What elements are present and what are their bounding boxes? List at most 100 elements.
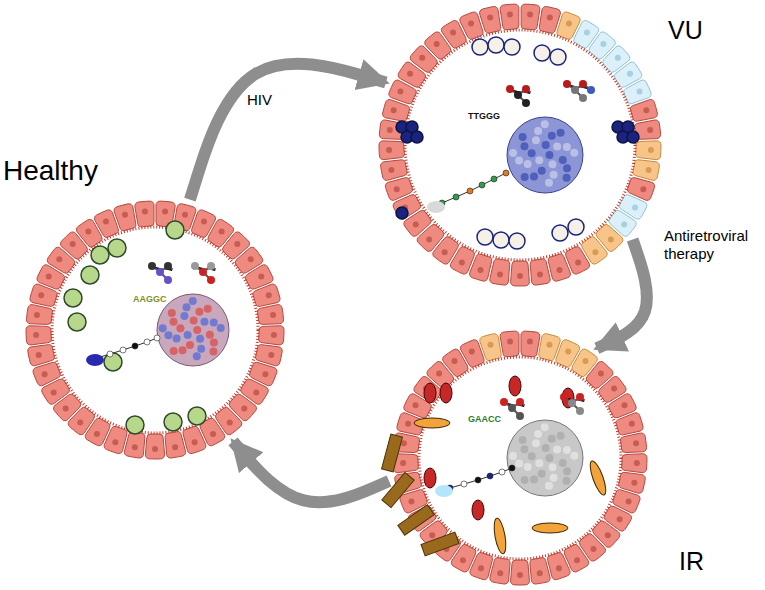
cell-nucleus — [459, 259, 465, 265]
cell-nucleus — [643, 107, 649, 113]
protein-surface — [164, 331, 172, 339]
red-particle — [472, 500, 484, 520]
cell-nucleus — [583, 358, 589, 364]
cell-nucleus — [142, 208, 148, 214]
cell-nucleus — [94, 431, 100, 437]
cell-nucleus — [450, 29, 456, 35]
cell-nucleus — [56, 256, 62, 262]
molecule-atom — [579, 94, 587, 102]
cell-nucleus — [192, 439, 198, 445]
cell-nucleus — [46, 273, 52, 279]
particle — [411, 131, 423, 143]
protein-surface — [528, 452, 536, 460]
protein-surface — [524, 160, 532, 168]
epithelial-cell — [622, 454, 647, 473]
chain-bead — [107, 351, 113, 357]
chain-bead — [467, 188, 473, 194]
cell-nucleus — [460, 557, 466, 563]
cell-nucleus — [386, 147, 392, 153]
cell-nucleus — [132, 444, 138, 450]
protein-surface — [196, 335, 204, 343]
epithelial-cell — [114, 204, 136, 231]
cell-nucleus — [201, 219, 207, 225]
cell-nucleus — [70, 241, 76, 247]
node-heading: VU — [668, 17, 703, 45]
orange-particle — [587, 459, 609, 496]
protein-surface — [520, 445, 528, 453]
epithelial-cell — [145, 434, 164, 459]
cell-nucleus — [234, 241, 240, 247]
cell-nucleus — [517, 273, 523, 279]
protein-surface — [535, 156, 543, 164]
chain-bead — [509, 465, 515, 471]
epithelial-cell — [26, 326, 51, 345]
epithelial-cell — [165, 432, 186, 458]
particle — [164, 413, 182, 431]
chain-bead — [487, 473, 493, 479]
epithelial-cell — [33, 362, 60, 385]
epithelial-cell — [381, 160, 407, 181]
molecule-atom — [571, 86, 579, 94]
cell-nucleus — [408, 499, 414, 505]
epithelial-cell — [258, 305, 284, 325]
cell-nucleus — [629, 421, 635, 427]
protein-surface — [563, 477, 571, 485]
epithelial-cell — [259, 326, 284, 345]
cell-nucleus — [248, 256, 254, 262]
chain — [442, 173, 506, 203]
cell-nucleus — [631, 480, 637, 486]
cell-nucleus — [219, 228, 225, 234]
process-arrow — [190, 64, 386, 200]
cell-nucleus — [647, 127, 653, 133]
particle — [396, 207, 408, 219]
cell-nucleus — [640, 186, 646, 192]
molecule-atom — [530, 91, 538, 99]
node-heading: IR — [679, 548, 704, 576]
orange-particle — [532, 523, 568, 533]
particle — [68, 313, 86, 331]
tissue-illustration — [379, 4, 661, 286]
tissue-illustration — [26, 201, 284, 459]
protein-surface — [541, 120, 549, 128]
protein-surface — [570, 452, 578, 460]
cell-nucleus — [605, 532, 611, 538]
protein-surface — [521, 173, 529, 181]
protein-surface — [550, 474, 558, 482]
epithelial-cell — [500, 4, 519, 30]
protein-surface — [519, 133, 527, 141]
protein-surface — [548, 160, 556, 168]
protein-surface — [168, 309, 176, 317]
protein-surface — [532, 439, 540, 447]
cell-nucleus — [574, 557, 580, 563]
cell-nucleus — [517, 572, 523, 578]
cell-nucleus — [600, 41, 606, 47]
protein-surface — [534, 430, 542, 438]
cell-nucleus — [527, 338, 533, 344]
cell-nucleus — [537, 570, 543, 576]
bacterial-rod — [421, 532, 459, 556]
chain-bead — [503, 170, 509, 176]
cell-nucleus — [442, 249, 448, 255]
cell-nucleus — [547, 14, 553, 20]
protein-surface — [170, 318, 178, 326]
cell-nucleus — [426, 236, 432, 242]
cell-nucleus — [608, 236, 614, 242]
cell-nucleus — [112, 439, 118, 445]
cell-nucleus — [592, 249, 598, 255]
cell-nucleus — [488, 342, 494, 348]
tissue-outline — [392, 330, 648, 586]
protein-surface — [524, 463, 532, 471]
protein-surface — [559, 459, 567, 467]
cell-nucleus — [436, 371, 442, 377]
cell-nucleus — [182, 212, 188, 218]
molecule-atom — [576, 407, 584, 415]
cell-nucleus — [566, 20, 572, 26]
cell-nucleus — [413, 402, 419, 408]
protein-surface — [545, 454, 553, 462]
protein-surface — [509, 149, 517, 157]
molecule-atom — [199, 268, 207, 276]
cell-nucleus — [634, 460, 640, 466]
cell-nucleus — [632, 205, 638, 211]
cell-nucleus — [253, 389, 259, 395]
